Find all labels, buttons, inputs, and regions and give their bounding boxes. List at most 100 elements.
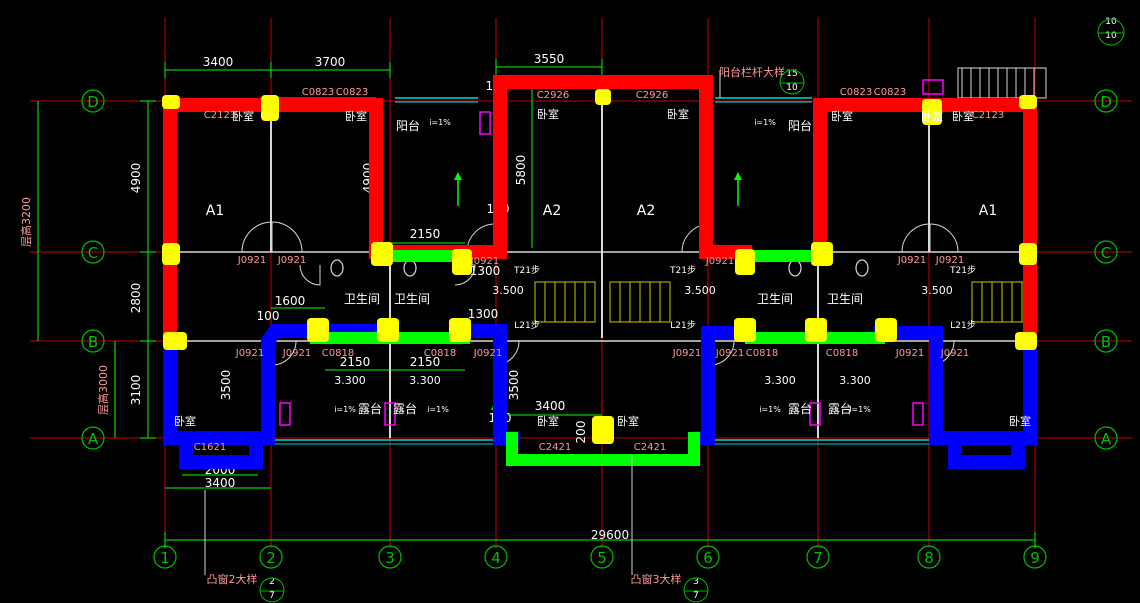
annotation-text: 3.500 (921, 284, 953, 297)
annotation-text: A2 (543, 203, 561, 219)
annotation-text: 10 (1105, 31, 1117, 41)
detail-reference-bubble (1097, 18, 1125, 46)
annotation-text: 阳台 (396, 118, 420, 133)
annotation-text: J0921 (672, 348, 701, 359)
wall-blue-bay (179, 433, 263, 469)
dim-text: 3500 (219, 370, 233, 401)
dim-text: 5800 (514, 155, 528, 186)
axis-bubble (81, 426, 105, 450)
annotation-text: 卧室 (667, 107, 689, 121)
wall-blue-right (873, 326, 1037, 445)
axis-label-row: A (1101, 430, 1112, 448)
axis-label-row: B (1101, 333, 1111, 351)
annotation-text: 阳台栏杆大样 (719, 65, 785, 79)
axis-bubble (484, 545, 508, 569)
dim-text: 1600 (275, 294, 306, 308)
column (734, 318, 756, 342)
annotation-text: 3.300 (334, 374, 366, 387)
detail-reference-bubble (259, 577, 285, 603)
axis-bubble (378, 545, 402, 569)
annotation-text: 卧室 (345, 109, 367, 123)
dim-text: 3700 (315, 55, 346, 69)
dim-text: 2800 (129, 283, 143, 314)
toilet (788, 259, 802, 277)
annotation-text: 露台 (828, 401, 852, 416)
annotation-text: C1621 (194, 442, 226, 453)
dim-text: 4900 (129, 163, 143, 194)
axis-bubble (917, 545, 941, 569)
window-marker (279, 402, 291, 426)
annotation-text: 10 (1105, 17, 1117, 27)
annotation-text: L21步 (950, 320, 975, 331)
annotation-text: i=1% (754, 118, 776, 127)
annotation-text: C2421 (634, 442, 666, 453)
annotation-text: 阳台 (788, 118, 812, 133)
annotation-text: T21步 (669, 265, 696, 276)
annotation-text: 7 (693, 591, 699, 601)
annotation-text: J0921 (897, 255, 926, 266)
slope-arrow-head (454, 172, 462, 180)
annotation-text: J0921 (935, 255, 964, 266)
annotation-text: L21步 (514, 320, 539, 331)
wall-red-left (163, 75, 752, 348)
detail-reference-bubble (779, 69, 805, 95)
annotation-text: C0823 (302, 87, 334, 98)
annotation-text: 3.500 (492, 284, 524, 297)
axis-label-row: D (87, 93, 99, 111)
axis-label-row: D (1100, 93, 1112, 111)
structural-columns (162, 89, 1037, 444)
annotation-text: C0818 (424, 348, 456, 359)
annotation-text: i=1% (427, 405, 449, 414)
annotation-text: 3 (693, 577, 699, 587)
axis-bubble (1094, 240, 1118, 264)
door-swing (901, 223, 931, 253)
dim-text: 1300 (468, 307, 499, 321)
annotation-text: i=1% (849, 405, 871, 414)
axis-label-row: A (88, 430, 99, 448)
window-marker (922, 79, 944, 95)
column (922, 99, 942, 125)
annotation-text: C2926 (537, 90, 569, 101)
dim-text: 200 (574, 421, 588, 444)
annotation-text: 卫生间 (757, 292, 793, 306)
toilet (403, 259, 417, 277)
annotation-text: J0921 (282, 348, 311, 359)
dim-text: 3550 (534, 52, 565, 66)
axis-label-column: 1 (160, 549, 170, 567)
column (592, 416, 614, 444)
annotation-text: 3.500 (684, 284, 716, 297)
floor-height-label: 层高3000 (96, 365, 110, 415)
column (1015, 332, 1037, 350)
dim-text: 29600 (591, 528, 629, 542)
wall-blue-left (163, 324, 397, 445)
annotation-text: J0921 (237, 255, 266, 266)
annotation-text: 卫生间 (827, 292, 863, 306)
annotation-text: T21步 (949, 265, 976, 276)
annotation-text: C0818 (746, 348, 778, 359)
annotation-text: 15 (786, 69, 797, 79)
detail-reference-bubble (683, 577, 709, 603)
annotation-text: A1 (979, 203, 997, 219)
annotation-text: A2 (637, 203, 655, 219)
annotation-text: 卧室 (232, 109, 254, 123)
window-marker (384, 402, 396, 426)
axis-bubble (81, 240, 105, 264)
annotation-text: C0823 (336, 87, 368, 98)
annotation-text: i=1% (334, 405, 356, 414)
annotation-text: i=1% (759, 405, 781, 414)
slope-arrow-head (734, 172, 742, 180)
toilet (330, 259, 344, 277)
dim-text: 3100 (129, 375, 143, 406)
column (449, 318, 471, 342)
axis-bubble (81, 329, 105, 353)
axis-label-column: 4 (491, 549, 501, 567)
column (162, 95, 180, 109)
axis-bubble (1094, 426, 1118, 450)
axis-label-row: B (88, 333, 98, 351)
dim-text: 1300 (470, 264, 501, 278)
column (1019, 243, 1037, 265)
column (805, 318, 827, 342)
annotation-text: 卧室 (537, 107, 559, 121)
annotation-text: 卫生间 (344, 292, 380, 306)
